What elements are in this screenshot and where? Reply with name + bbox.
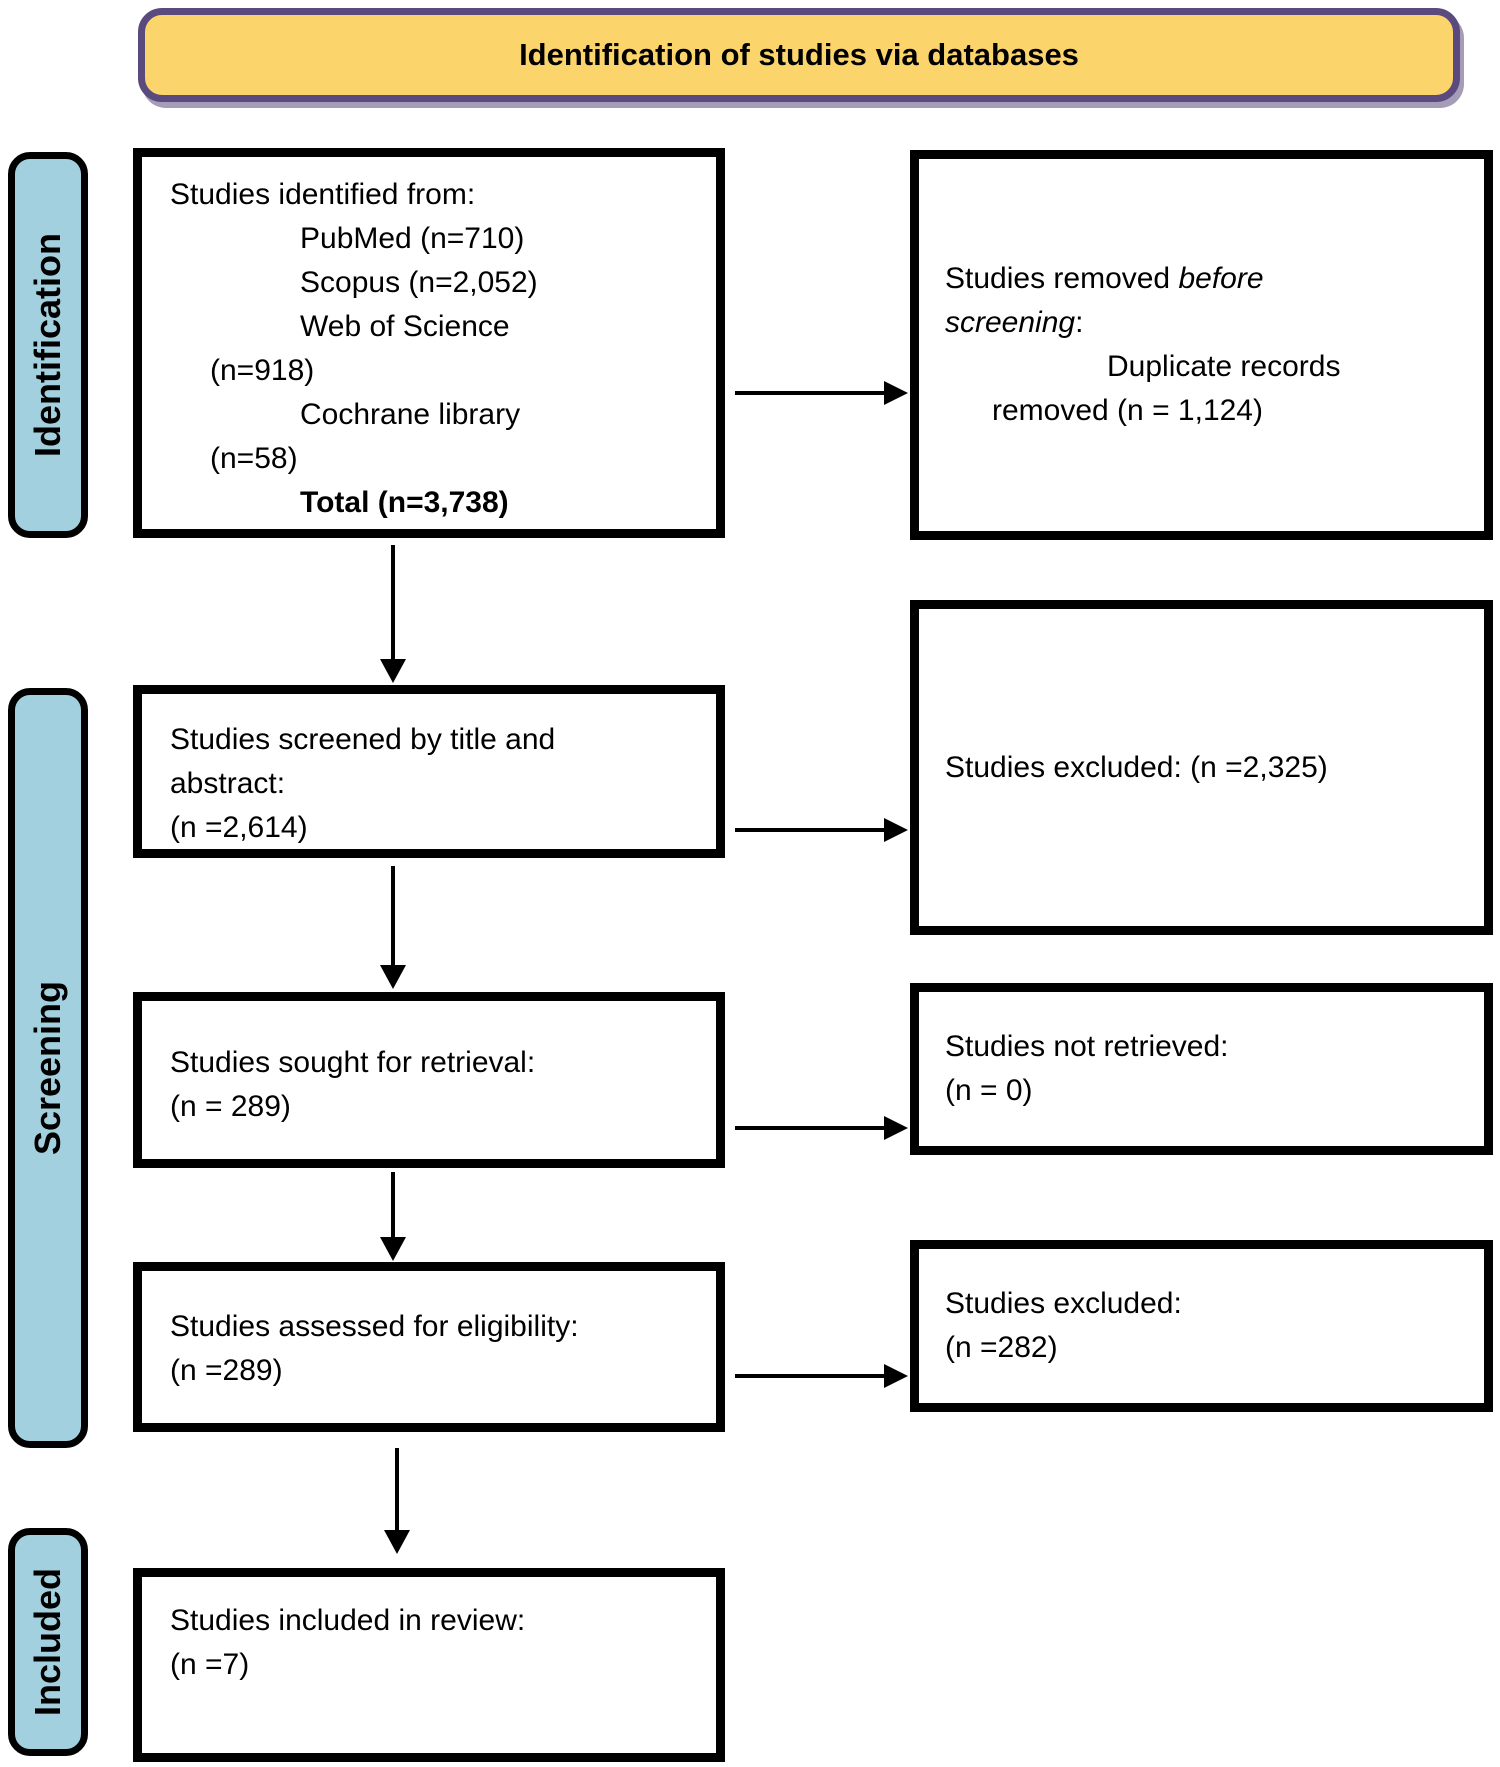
arrowhead-right-icon [884, 818, 908, 842]
line: Duplicate records [1107, 350, 1341, 383]
line: abstract: [170, 767, 286, 800]
box-studies-included: Studies included in review: (n =7) [133, 1568, 725, 1762]
arrowhead-down-icon [384, 1530, 410, 1554]
line: Studies assessed for eligibility: [170, 1310, 579, 1343]
arrow-stem [735, 828, 885, 832]
arrowhead-right-icon [884, 381, 908, 405]
stage-label-screening-text: Screening [27, 980, 68, 1156]
banner-title: Identification of studies via databases [519, 37, 1079, 72]
stage-label-included-text: Included [27, 1567, 69, 1717]
line-total: Total (n=3,738) [300, 486, 509, 519]
line: removed (n = 1,124) [992, 394, 1263, 427]
box-studies-not-retrieved: Studies not retrieved: (n = 0) [910, 983, 1493, 1155]
arrow-stem [391, 1172, 395, 1238]
box-studies-excluded-screening: Studies excluded: (n =2,325) [910, 600, 1493, 935]
line: (n=58) [210, 442, 298, 475]
line: (n=918) [210, 354, 315, 387]
line: Scopus (n=2,052) [300, 266, 538, 299]
line-count: (n =289) [170, 1354, 283, 1387]
text-segment: Studies removed [945, 262, 1179, 295]
line: Web of Science [300, 310, 510, 343]
banner: Identification of studies via databases [138, 8, 1460, 102]
line: Studies not retrieved: [945, 1030, 1229, 1063]
arrowhead-down-icon [380, 659, 406, 683]
box-studies-identified: Studies identified from: PubMed (n=710) … [133, 148, 725, 538]
arrow-stem [735, 391, 885, 395]
box-studies-sought: Studies sought for retrieval: (n = 289) [133, 992, 725, 1168]
line: Studies sought for retrieval: [170, 1046, 536, 1079]
line-count: (n = 0) [945, 1074, 1033, 1107]
box-studies-screened: Studies screened by title and abstract: … [133, 685, 725, 858]
arrowhead-right-icon [884, 1364, 908, 1388]
line-count: (n =2,614) [170, 811, 308, 844]
stage-label-identification: Identification [8, 152, 88, 538]
arrow-stem [735, 1374, 885, 1378]
line: PubMed (n=710) [300, 222, 525, 255]
line: screening: [945, 301, 1464, 345]
line: Studies excluded: (n =2,325) [945, 750, 1328, 784]
line: Studies excluded: [945, 1287, 1182, 1320]
arrowhead-down-icon [380, 1237, 406, 1261]
arrowhead-right-icon [884, 1116, 908, 1140]
line-count: (n = 289) [170, 1090, 291, 1123]
arrow-stem [391, 545, 395, 660]
line: Studies identified from: [170, 178, 476, 211]
stage-label-identification-text: Identification [27, 233, 68, 457]
box-studies-assessed: Studies assessed for eligibility: (n =28… [133, 1262, 725, 1432]
line: Studies included in review: [170, 1604, 526, 1637]
arrow-stem [391, 866, 395, 966]
arrow-stem [395, 1448, 399, 1532]
line-count: (n =7) [170, 1648, 250, 1681]
stage-label-screening: Screening [8, 688, 88, 1448]
text-segment: : [1075, 306, 1084, 339]
arrowhead-down-icon [380, 965, 406, 989]
line: Cochrane library [300, 398, 521, 431]
stage-label-included: Included [8, 1528, 88, 1756]
arrow-stem [735, 1126, 885, 1130]
line: Studies removed before [945, 257, 1464, 301]
box-studies-excluded-eligibility: Studies excluded: (n =282) [910, 1240, 1493, 1412]
text-segment-italic: before [1178, 262, 1264, 295]
line-count: (n =282) [945, 1331, 1058, 1364]
line: Studies screened by title and [170, 723, 556, 756]
text-segment-italic: screening [945, 306, 1076, 339]
box-studies-removed-before-screening: Studies removed before screening: Duplic… [910, 150, 1493, 540]
